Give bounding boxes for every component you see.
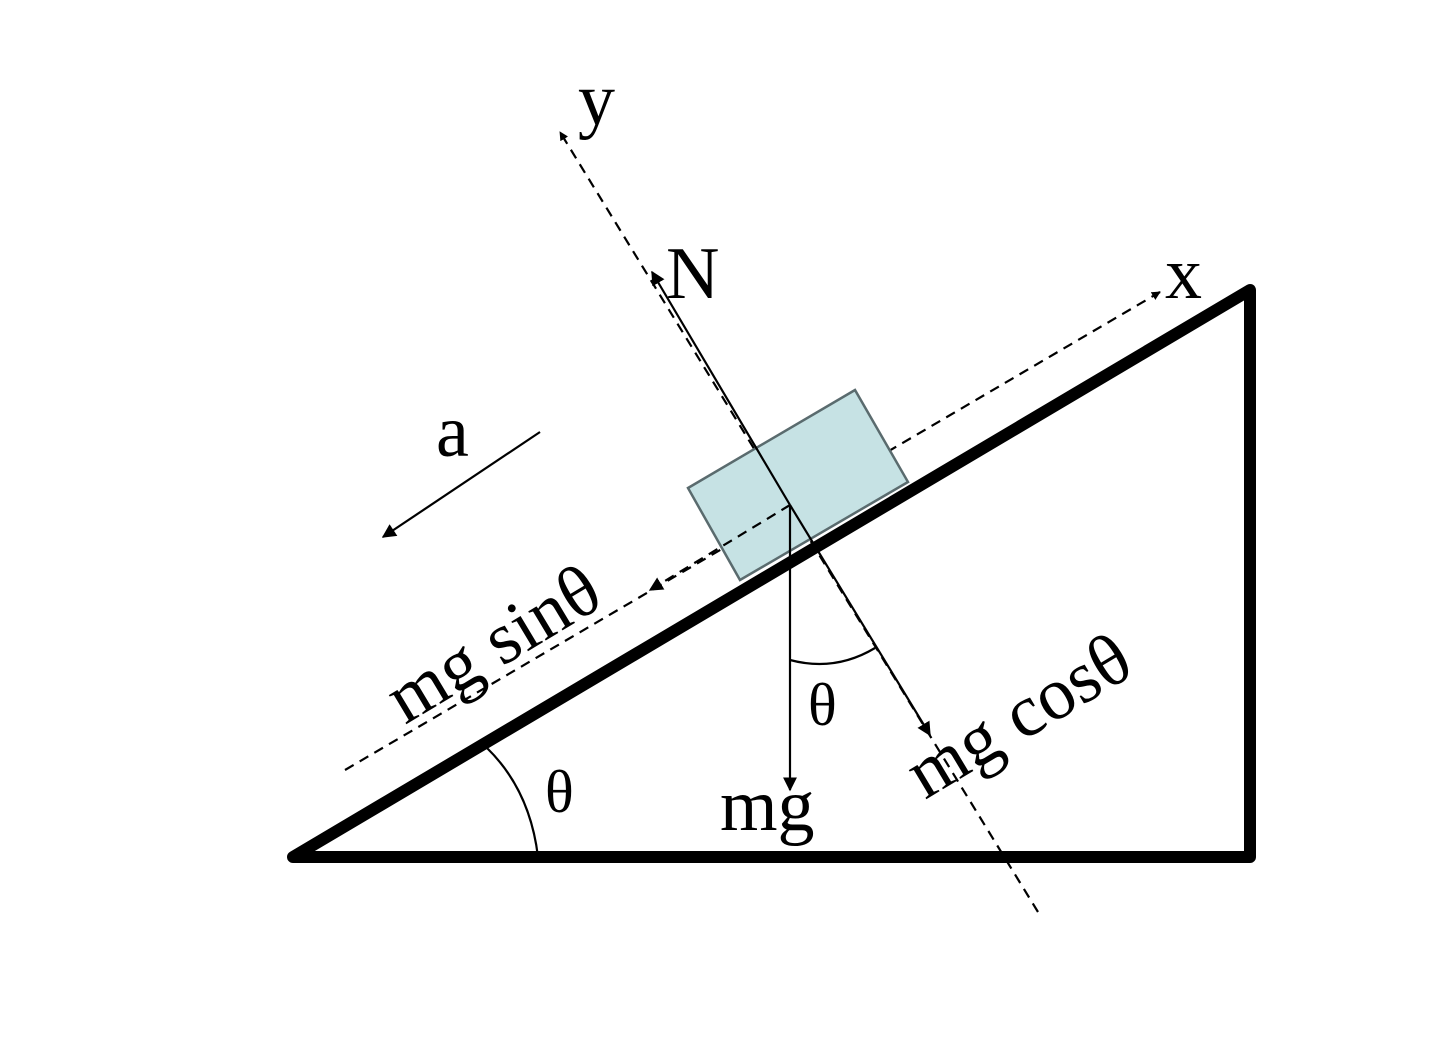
normal-force-arrow xyxy=(651,270,791,506)
normal-force-label: N xyxy=(666,233,719,315)
acceleration-label: a xyxy=(436,391,469,473)
y-axis-label: y xyxy=(578,59,615,141)
x-axis xyxy=(344,291,1161,771)
incline-angle-arc xyxy=(486,747,540,858)
weight-label: mg xyxy=(720,765,815,847)
incline-angle-label: θ xyxy=(545,759,574,825)
mg-sin-arrow xyxy=(648,504,791,591)
mg-cos-arrow xyxy=(789,504,931,737)
mg-cos-label: mg cosθ xyxy=(892,617,1146,815)
force-angle-arc xyxy=(789,647,876,666)
mg-sin-label: mg sinθ xyxy=(372,548,616,739)
force-angle-label: θ xyxy=(808,672,837,738)
acceleration-arrow xyxy=(381,431,541,538)
x-axis-label: x xyxy=(1165,233,1202,315)
incline-triangle xyxy=(287,284,1256,863)
